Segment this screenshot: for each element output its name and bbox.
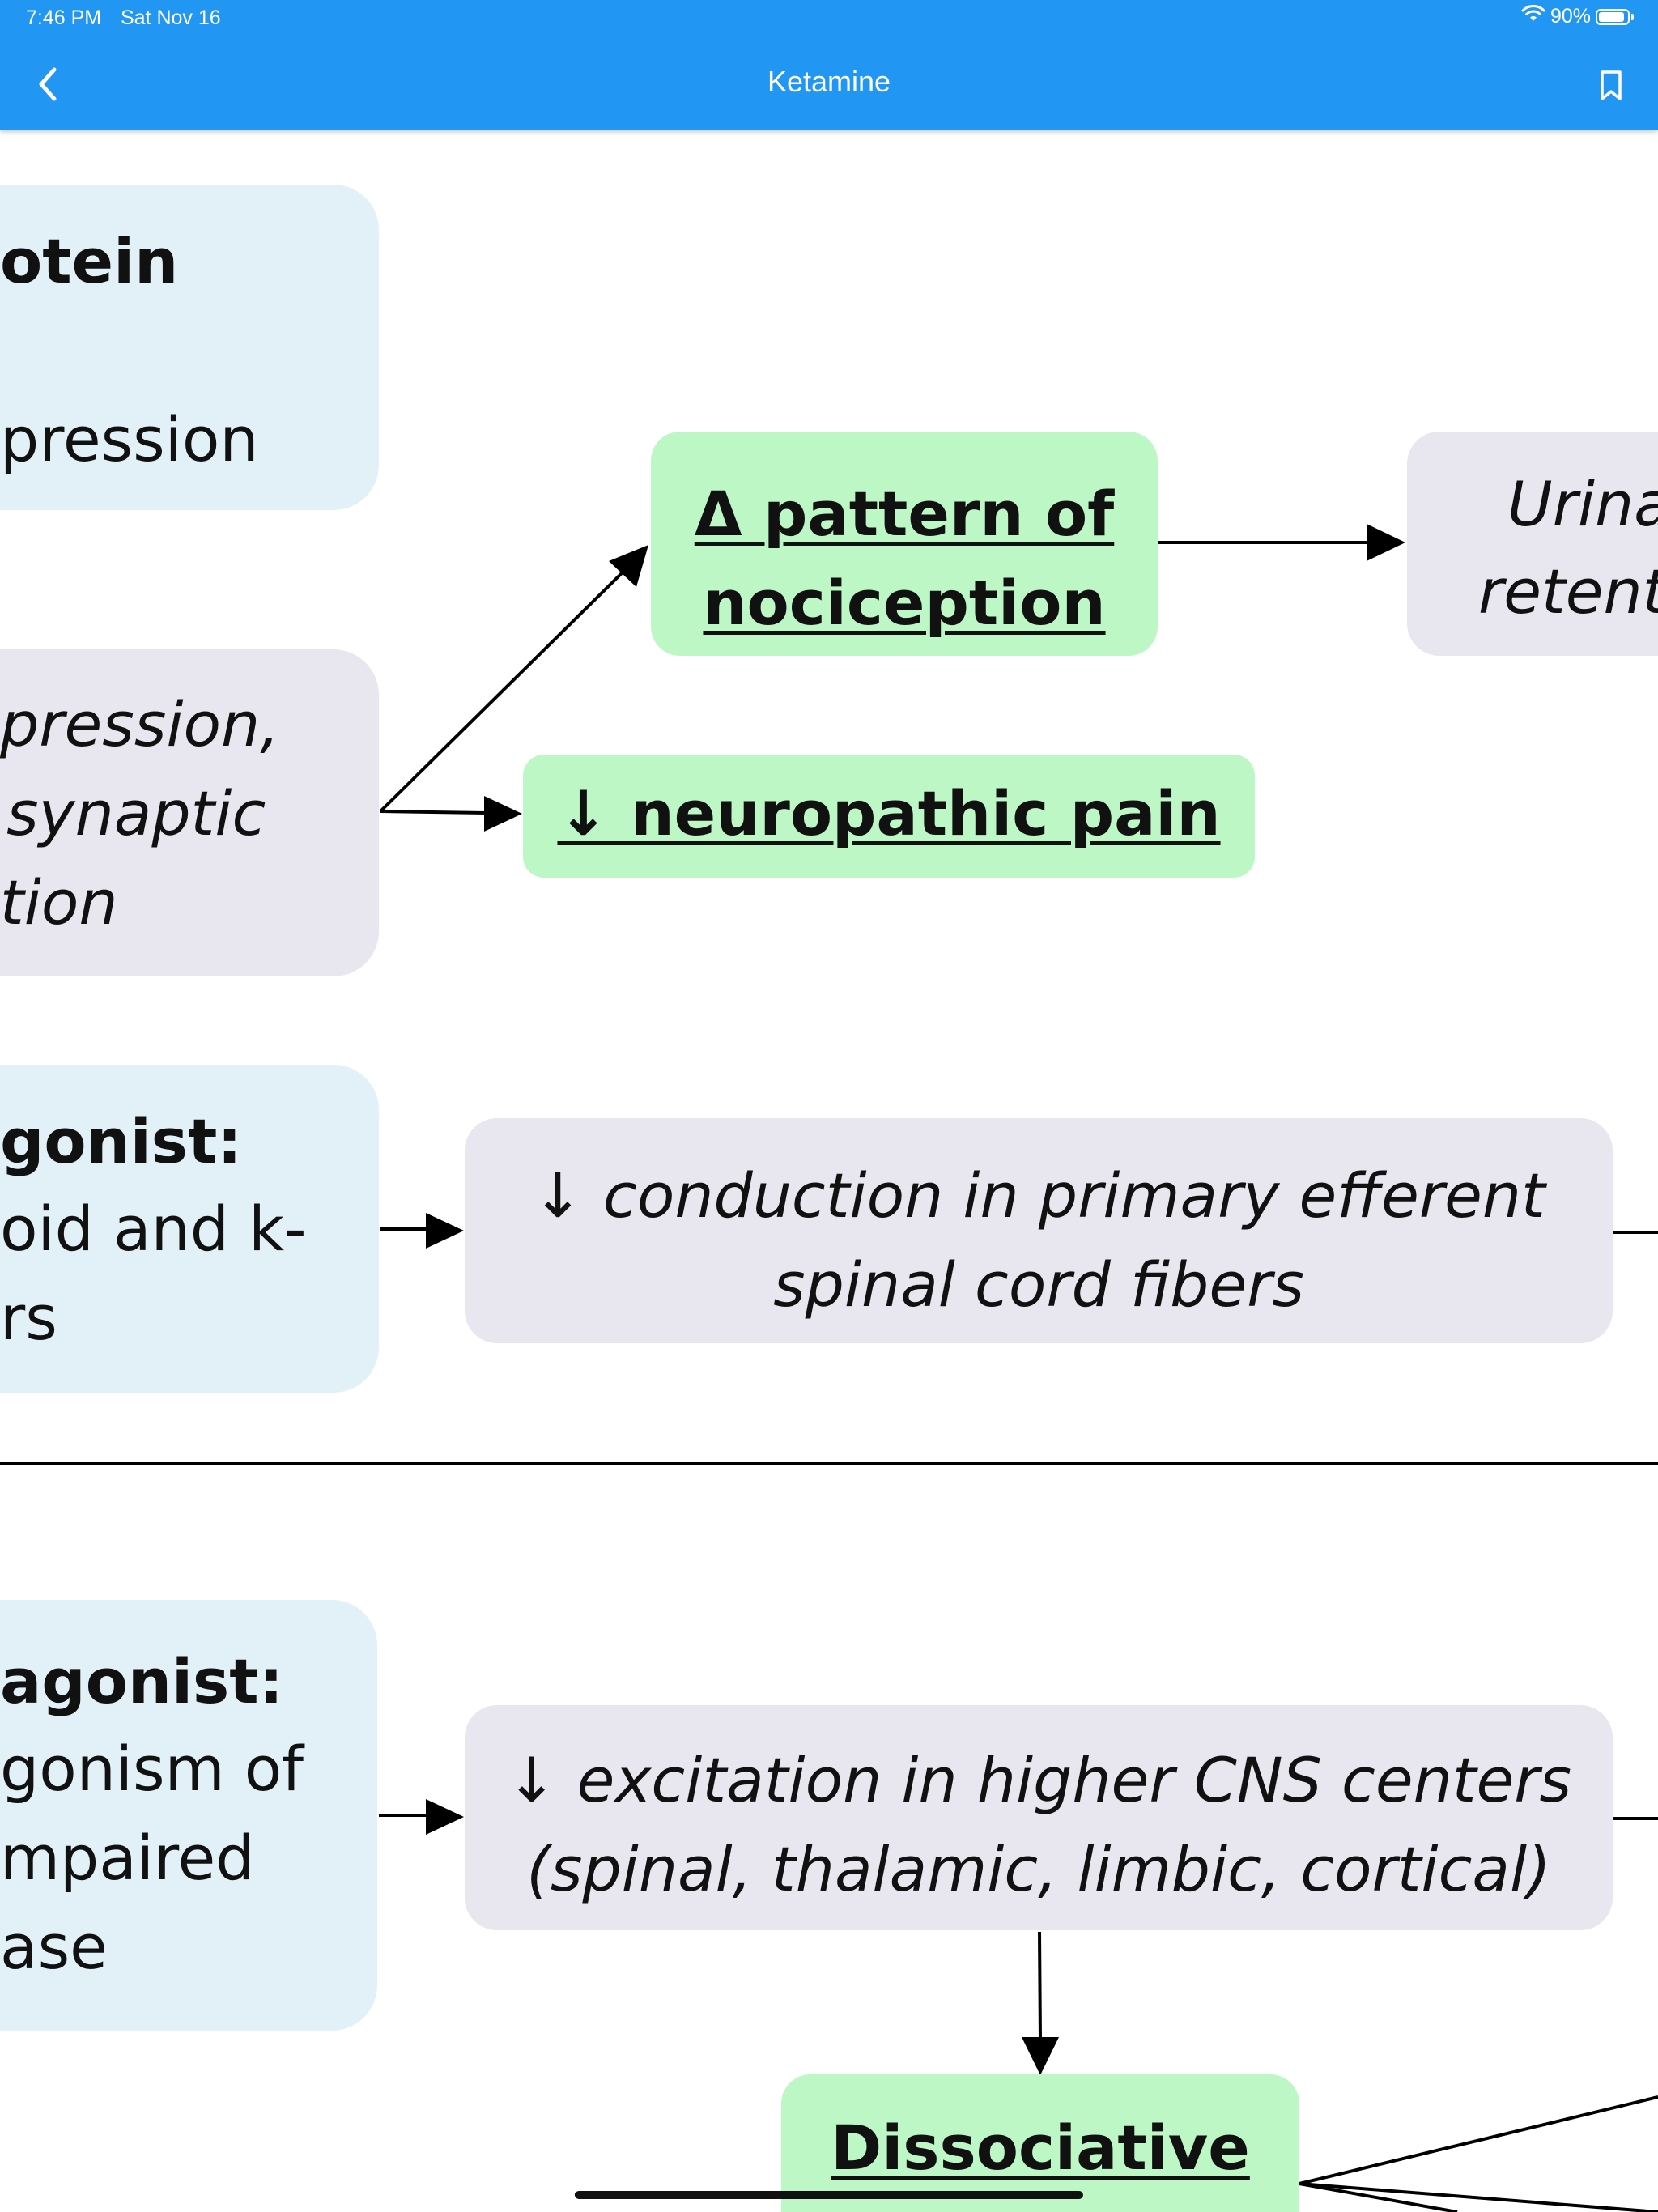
expression-box-line2: synaptic: [6, 777, 266, 849]
chevron-left-icon: [39, 67, 57, 101]
nociception-box-text: Δ pattern of nociception: [651, 470, 1158, 648]
neuropathic-pain-box: [523, 755, 1255, 878]
antagonist-box-line3: mpaired: [0, 1822, 255, 1894]
antagonist-box-line1: agonist:: [0, 1645, 284, 1717]
agonist-box-line1: gonist:: [0, 1105, 242, 1177]
agonist-box: [0, 1065, 379, 1393]
back-button[interactable]: [24, 62, 70, 107]
nociception-box: [651, 432, 1158, 656]
excitation-line1: ↓ excitation in higher CNS centers: [505, 1744, 1572, 1816]
antagonist-box-line4: ase: [0, 1911, 108, 1983]
wifi-icon: [1521, 5, 1545, 28]
dissociative-box: [781, 2074, 1299, 2212]
conduction-box-text: ↓ conduction in primary efferent spinal …: [465, 1151, 1613, 1329]
battery-percent: 90%: [1550, 5, 1591, 28]
conduction-line1: ↓ conduction in primary efferent: [532, 1159, 1545, 1231]
status-time: 7:46 PM: [26, 6, 102, 29]
bookmark-icon: [1601, 70, 1622, 100]
dissociative-text: Dissociative: [831, 2112, 1250, 2184]
home-indicator[interactable]: [575, 2191, 1083, 2199]
nociception-line2: nociception: [703, 567, 1106, 639]
status-indicators: 90%: [1521, 5, 1634, 28]
neuropathic-pain-text: ↓ neuropathic pain: [557, 777, 1221, 849]
top-bar: 7:46 PM Sat Nov 16 90% Ketamine: [0, 0, 1658, 130]
expression-box-line3: tion: [0, 866, 118, 938]
protein-box: [0, 185, 379, 510]
excitation-line2: (spinal, thalamic, limbic, cortical): [526, 1833, 1551, 1905]
urinary-line2: retent: [1478, 555, 1658, 627]
battery-tip: [1631, 13, 1634, 20]
bookmark-button[interactable]: [1588, 63, 1634, 108]
antagonist-box-line2: gonism of: [0, 1733, 304, 1805]
agonist-box-line3: rs: [0, 1282, 57, 1354]
urinary-line1: Urina: [1507, 468, 1658, 540]
status-date: Sat Nov 16: [121, 6, 221, 29]
protein-box-line2: pression: [0, 403, 259, 475]
excitation-box-text: ↓ excitation in higher CNS centers (spin…: [465, 1736, 1613, 1914]
expression-box-line1: pression,: [0, 688, 280, 760]
protein-box-line1: otein: [0, 225, 179, 297]
agonist-box-line2: oid and k-: [0, 1193, 307, 1265]
conduction-box: [465, 1118, 1613, 1343]
conduction-line2: spinal cord fibers: [773, 1249, 1304, 1321]
nociception-line1: Δ pattern of: [694, 478, 1115, 550]
flowchart: otein pression pression, synaptic tion Δ…: [0, 130, 1658, 2212]
connector-arrows: [0, 524, 1658, 2212]
page-title: Ketamine: [767, 65, 891, 98]
excitation-box: [465, 1705, 1613, 1930]
urinary-retention-box: [1407, 432, 1658, 656]
expression-box: [0, 649, 379, 976]
battery-icon: [1596, 8, 1630, 25]
antagonist-box: [0, 1600, 377, 2031]
